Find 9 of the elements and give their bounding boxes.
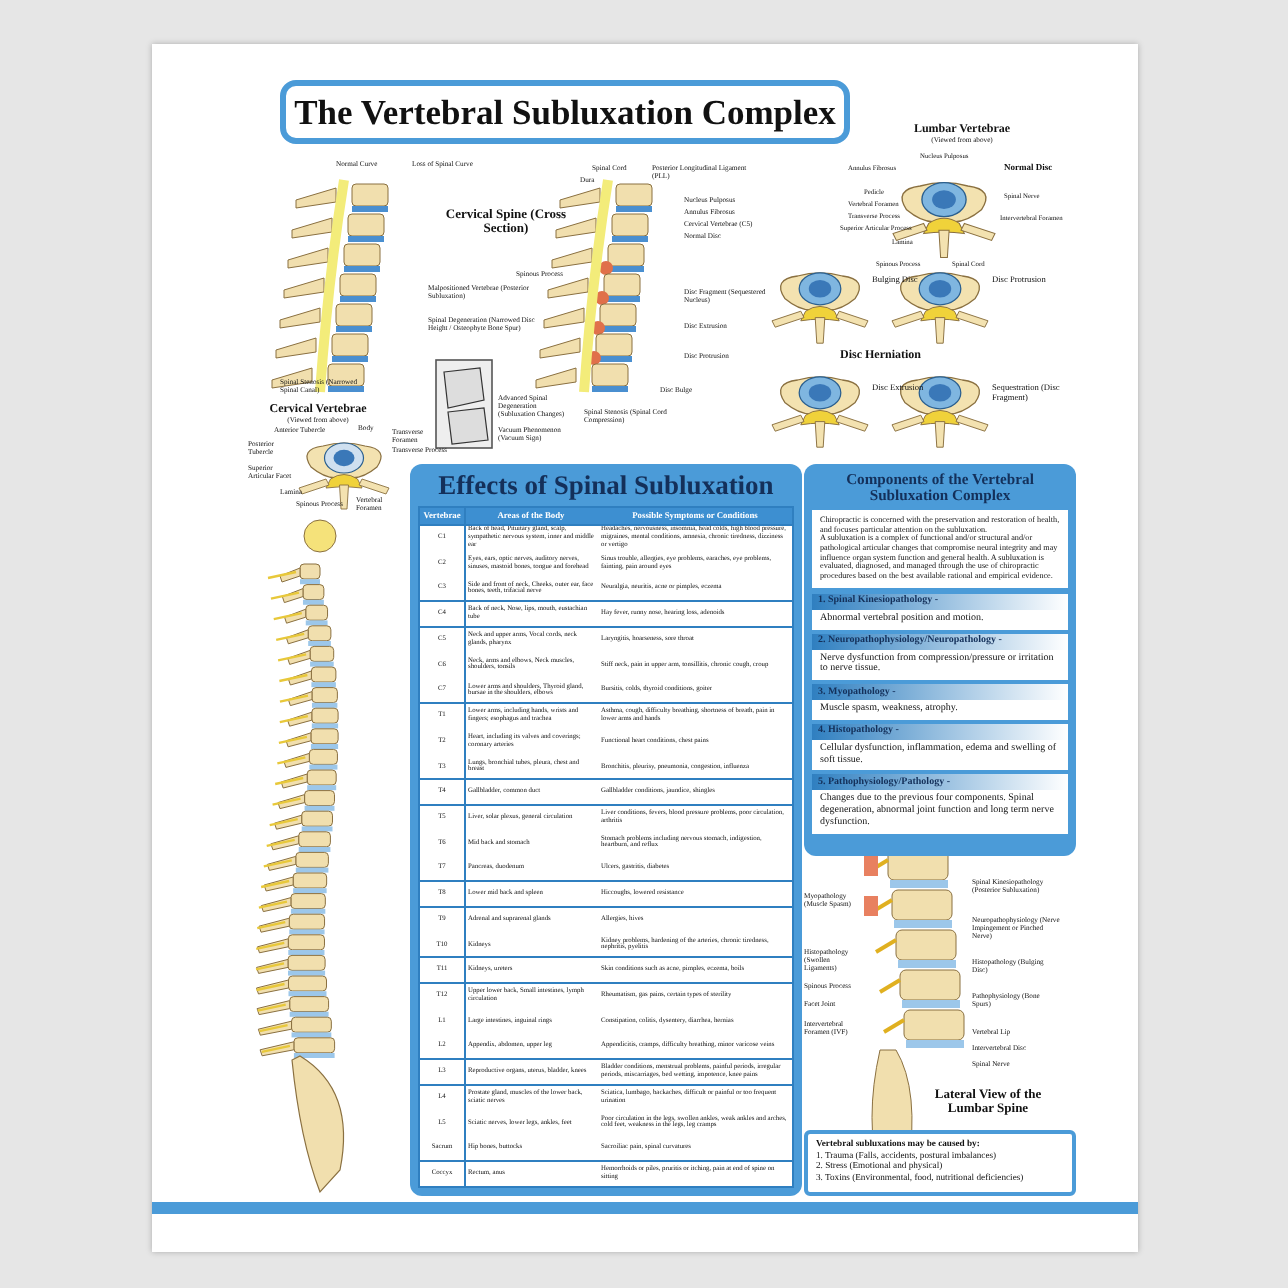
component-section xyxy=(812,774,1068,838)
note-box xyxy=(804,1130,1076,1196)
component-section xyxy=(812,593,1068,634)
title: The Vertebral Subluxation Complex xyxy=(294,91,836,133)
component-section xyxy=(812,723,1068,775)
info-panel xyxy=(804,464,1076,856)
component-section xyxy=(812,684,1068,724)
component-section xyxy=(812,633,1068,685)
panel-heading: Effects of Spinal Subluxation xyxy=(436,472,776,501)
